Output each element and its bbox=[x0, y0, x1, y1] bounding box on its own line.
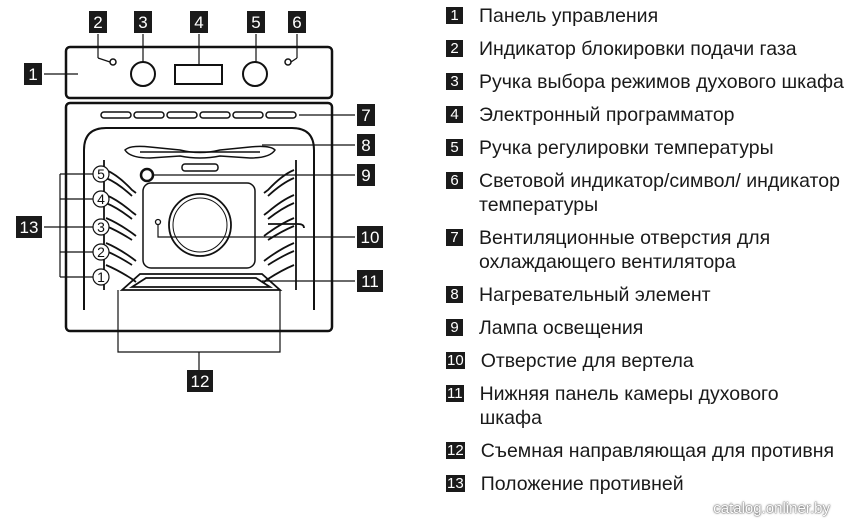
oven-cavity bbox=[83, 127, 315, 310]
legend-item: 3 Ручка выбора режимов духового шкафа bbox=[446, 70, 846, 94]
legend-text: Световой индикатор/символ/ индикатор тем… bbox=[479, 170, 840, 216]
legend-text: Лампа освещения bbox=[479, 317, 644, 339]
legend: 1 Панель управления 2 Индикатор блокировки… bbox=[446, 4, 846, 505]
callout-7: 7 bbox=[361, 106, 370, 125]
callout-5: 5 bbox=[251, 13, 260, 32]
legend-text: Электронный программатор bbox=[479, 104, 735, 126]
legend-text: Ручка регулировки температуры bbox=[479, 137, 774, 159]
callout-8: 8 bbox=[361, 136, 370, 155]
legend-number: 6 bbox=[446, 172, 463, 189]
legend-text: Съемная направляющая для противня bbox=[480, 440, 835, 462]
legend-item: 6 Световой индикатор/символ/ индикатор те… bbox=[446, 169, 846, 217]
legend-text: Нагревательный элемент bbox=[479, 284, 711, 306]
watermark: catalog.onliner.by bbox=[713, 500, 830, 517]
callout-13: 13 bbox=[20, 218, 39, 237]
oven-diagram: 5 4 3 2 1 2 3 4 5 6 1 7 8 9 bbox=[16, 11, 383, 392]
callout-4: 4 bbox=[194, 13, 203, 32]
legend-item: 4 Электронный программатор bbox=[446, 103, 846, 127]
back-panel bbox=[142, 182, 256, 269]
legend-text: Вентиляционные отверстия для охлаждающег… bbox=[479, 227, 771, 273]
spit-hole bbox=[154, 218, 162, 226]
legend-number: 12 bbox=[446, 442, 465, 459]
legend-item: 7 Вентиляционные отверстия для охлаждающе… bbox=[446, 226, 846, 274]
callout-10: 10 bbox=[361, 228, 380, 247]
legend-item: 13 Положение противней bbox=[446, 472, 846, 496]
legend-text: Нижняя панель камеры духового шкафа bbox=[479, 383, 779, 429]
legend-text: Отверстие для вертела bbox=[480, 350, 694, 372]
bottom-panel bbox=[119, 273, 283, 291]
legend-number: 11 bbox=[446, 385, 464, 402]
legend-text: Индикатор блокировки подачи газа bbox=[479, 38, 797, 60]
legend-item: 12 Съемная направляющая для противня bbox=[446, 439, 846, 463]
oven-body bbox=[64, 101, 334, 333]
legend-item: 1 Панель управления bbox=[446, 4, 846, 28]
callout-3: 3 bbox=[138, 13, 147, 32]
temperature-knob bbox=[242, 61, 268, 87]
legend-item: 2 Индикатор блокировки подачи газа bbox=[446, 37, 846, 61]
legend-item: 11 Нижняя панель камеры духового шкафа bbox=[446, 382, 846, 430]
legend-number: 3 bbox=[446, 73, 463, 90]
callout-1: 1 bbox=[28, 65, 37, 84]
legend-number: 13 bbox=[446, 475, 465, 492]
shelf-position-label-1: 1 bbox=[97, 269, 105, 285]
callout-6: 6 bbox=[292, 13, 301, 32]
callout-2: 2 bbox=[93, 13, 102, 32]
legend-number: 10 bbox=[446, 352, 465, 369]
legend-number: 4 bbox=[446, 106, 463, 123]
legend-number: 7 bbox=[446, 229, 463, 246]
legend-number: 9 bbox=[446, 319, 463, 336]
right-shelf-runner bbox=[263, 160, 305, 290]
lamp bbox=[139, 167, 155, 183]
callout-11: 11 bbox=[361, 272, 379, 291]
shelf-position-label-3: 3 bbox=[97, 219, 105, 235]
legend-text: Панель управления bbox=[479, 5, 659, 27]
callout-12: 12 bbox=[191, 372, 210, 391]
vent-slots bbox=[100, 111, 297, 119]
legend-item: 8 Нагревательный элемент bbox=[446, 283, 846, 307]
shelf-position-label-4: 4 bbox=[97, 191, 105, 207]
legend-item: 10 Отверстие для вертела bbox=[446, 349, 846, 373]
legend-item: 5 Ручка регулировки температуры bbox=[446, 136, 846, 160]
callout-9: 9 bbox=[361, 166, 370, 185]
legend-number: 5 bbox=[446, 139, 463, 156]
legend-number: 2 bbox=[446, 40, 463, 57]
legend-item: 9 Лампа освещения bbox=[446, 316, 846, 340]
shelf-position-label-2: 2 bbox=[97, 244, 105, 260]
shelf-position-label-5: 5 bbox=[97, 166, 105, 182]
legend-number: 8 bbox=[446, 286, 463, 303]
heating-element bbox=[124, 145, 276, 172]
fan bbox=[168, 193, 232, 257]
legend-text: Ручка выбора режимов духового шкафа bbox=[479, 71, 844, 93]
legend-text: Положение противней bbox=[480, 473, 684, 495]
legend-number: 1 bbox=[446, 7, 463, 24]
